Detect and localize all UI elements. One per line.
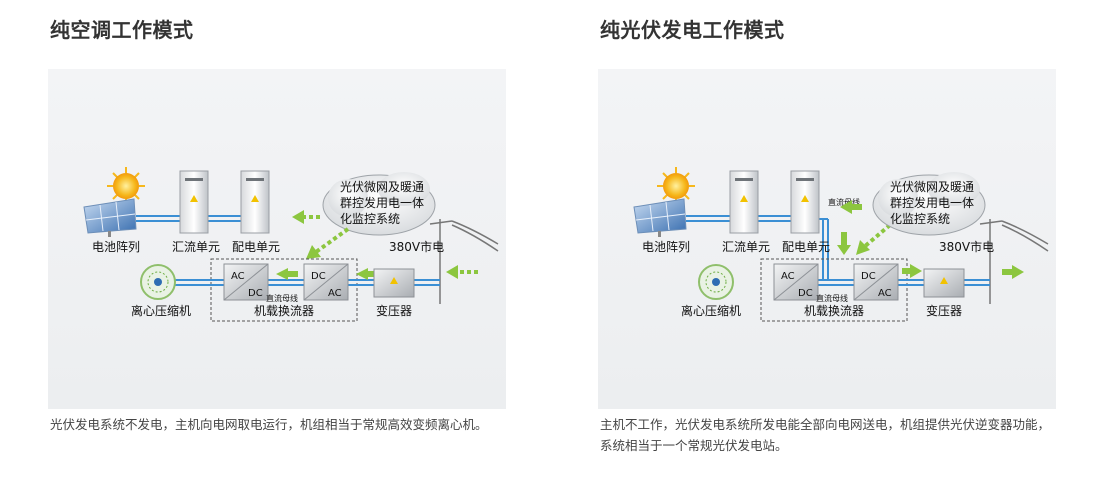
dc-bus-label: 直流母线 xyxy=(816,293,848,303)
cloud-text-line3: 化监控系统 xyxy=(890,212,950,226)
combiner-cabinet-icon xyxy=(179,170,209,234)
panel-title: 纯空调工作模式 xyxy=(50,18,194,42)
distribution-cabinet-icon xyxy=(790,170,820,234)
combiner-label: 汇流单元 xyxy=(722,240,770,254)
converter-boundary xyxy=(210,258,358,322)
compressor-icon xyxy=(140,264,176,300)
transformer-icon xyxy=(373,268,415,298)
system-diagram: 电池阵列 汇流单元 配电单元 直流母线 xyxy=(633,167,1049,322)
solar-array-label: 电池阵列 xyxy=(642,240,690,254)
power-line xyxy=(686,215,829,279)
monitoring-cloud-icon xyxy=(872,172,986,236)
cloud-text-line2: 群控发用电一体 xyxy=(340,195,424,210)
green-arrow xyxy=(1002,265,1024,279)
dc-label: DC xyxy=(798,288,813,299)
solar-panel-icon xyxy=(83,198,137,237)
solar-array-label: 电池阵列 xyxy=(92,240,140,254)
power-line xyxy=(818,279,990,286)
solar-panel-icon xyxy=(633,198,687,237)
dc-bus-label: 直流母线 xyxy=(266,293,298,303)
cloud-text-line1: 光伏微网及暖通 xyxy=(340,180,424,194)
distribution-label: 配电单元 xyxy=(232,240,280,254)
sun-icon xyxy=(107,167,145,205)
cloud-text-line2: 群控发用电一体 xyxy=(890,195,974,210)
distribution-label: 配电单元 xyxy=(782,240,830,254)
distribution-cabinet-icon xyxy=(240,170,270,234)
acdc-converter-icon xyxy=(773,263,819,301)
acdc-converter-icon xyxy=(223,263,269,301)
panel-caption: 光伏发电系统不发电，主机向电网取电运行，机组相当于常规高效变频离心机。 xyxy=(50,417,488,432)
green-arrow xyxy=(902,264,922,278)
grid-label: 380V市电 xyxy=(939,239,994,254)
transformer-label: 变压器 xyxy=(376,303,412,318)
converter-label: 机载换流器 xyxy=(804,304,864,318)
dc-label: DC xyxy=(861,271,876,282)
ac-label: AC xyxy=(231,271,245,282)
system-diagram: 电池阵列 汇流单元 配电单元 xyxy=(83,167,499,322)
combiner-label: 汇流单元 xyxy=(172,240,220,254)
dcac-converter-icon xyxy=(853,263,899,301)
converter-label: 机载换流器 xyxy=(254,304,314,318)
diagram-figure: 电池阵列 汇流单元 配电单元 直流母线 xyxy=(598,69,1056,409)
compressor-label: 离心压缩机 xyxy=(681,303,741,318)
ac-label: AC xyxy=(781,271,795,282)
ac-label: AC xyxy=(878,288,892,299)
ac-label: AC xyxy=(328,288,342,299)
utility-pole-icon xyxy=(979,219,1049,304)
monitoring-cloud-icon xyxy=(322,172,436,236)
cloud-text-line1: 光伏微网及暖通 xyxy=(890,180,974,194)
combiner-cabinet-icon xyxy=(729,170,759,234)
cloud-text-line3: 化监控系统 xyxy=(340,212,400,226)
dc-bus-top-label: 直流母线 xyxy=(828,197,860,207)
converter-boundary xyxy=(760,258,908,322)
panel-title: 纯光伏发电工作模式 xyxy=(600,18,785,42)
sun-icon xyxy=(657,167,695,205)
transformer-icon xyxy=(923,268,965,298)
green-arrow xyxy=(837,200,892,255)
dc-label: DC xyxy=(311,271,326,282)
green-arrow xyxy=(276,268,378,280)
green-arrow xyxy=(292,210,350,259)
grid-label: 380V市电 xyxy=(389,239,444,254)
dc-label: DC xyxy=(248,288,263,299)
compressor-label: 离心压缩机 xyxy=(131,303,191,318)
transformer-label: 变压器 xyxy=(926,303,962,318)
power-line xyxy=(136,215,241,222)
utility-pole-icon xyxy=(429,219,499,304)
dcac-converter-icon xyxy=(303,263,349,301)
green-arrow xyxy=(446,265,478,279)
diagram-figure: 电池阵列 汇流单元 配电单元 xyxy=(48,69,506,409)
panel-caption: 主机不工作，光伏发电系统所发电能全部向电网送电，机组提供光伏逆变器功能，系统相当… xyxy=(600,417,1051,453)
compressor-icon xyxy=(698,264,734,300)
